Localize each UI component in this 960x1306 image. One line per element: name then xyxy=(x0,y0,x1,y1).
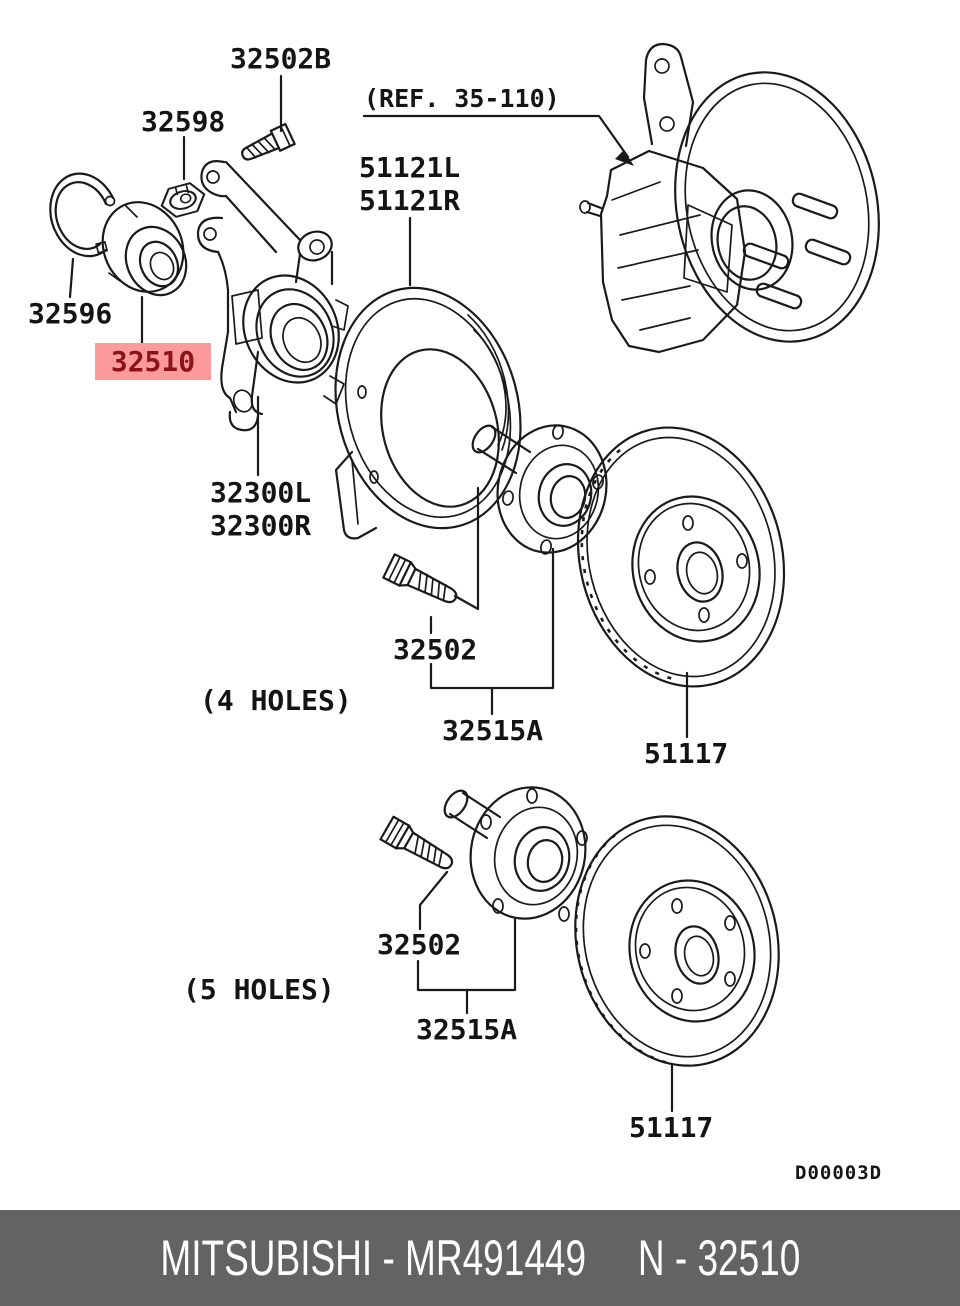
label-snap-ring: 32596 xyxy=(28,297,113,330)
rotor-4hole-drawing xyxy=(576,426,786,688)
label-rotor-4h: 51117 xyxy=(644,737,729,770)
bearing-drawing xyxy=(101,201,188,297)
label-shield-right: 51121R xyxy=(359,184,461,217)
upper-bolt-drawing xyxy=(237,122,296,168)
label-rotor-5h: 51117 xyxy=(629,1111,714,1144)
label-hub-5h: 32515A xyxy=(416,1013,518,1046)
nut-drawing xyxy=(160,182,206,218)
label-holes-4: (4 HOLES) xyxy=(200,684,352,717)
footer-bar: MITSUBISHI - MR491449 N - 32510 xyxy=(0,1210,960,1306)
label-bolt-upper: 32502B xyxy=(230,42,332,75)
splash-shield-drawing xyxy=(334,286,522,540)
hub-5hole-drawing xyxy=(443,786,588,922)
label-hub-4h: 32515A xyxy=(442,714,544,747)
wheel-stud-4h-drawing xyxy=(382,553,463,612)
label-nut: 32598 xyxy=(141,105,226,138)
leader-lines xyxy=(68,74,689,1113)
rotor-5hole-drawing xyxy=(574,815,780,1067)
label-shield-left: 51121L xyxy=(359,151,461,184)
caliper-rotor-assembly-drawing xyxy=(579,42,880,354)
label-bearing: 32510 xyxy=(110,344,196,378)
label-knuckle-right: 32300R xyxy=(210,509,312,542)
hub-4hole-drawing xyxy=(471,424,608,555)
knuckle-drawing xyxy=(196,160,349,432)
footer-brand-part: MITSUBISHI - MR491449 xyxy=(160,1230,586,1286)
footer-part-number: N - 32510 xyxy=(637,1230,800,1286)
label-stud-4h: 32502 xyxy=(393,633,478,666)
wheel-stud-5h-drawing xyxy=(379,815,459,878)
label-knuckle-left: 32300L xyxy=(210,476,312,509)
ref-note: (REF. 35-110) xyxy=(364,84,560,113)
snap-ring-drawing xyxy=(49,172,116,258)
footer-text: MITSUBISHI - MR491449 N - 32510 xyxy=(160,1233,800,1283)
drawing-code: D00003D xyxy=(795,1162,883,1184)
label-stud-5h: 32502 xyxy=(377,928,462,961)
highlighted-part-label: 32510 xyxy=(95,343,211,380)
label-holes-5: (5 HOLES) xyxy=(183,973,335,1006)
